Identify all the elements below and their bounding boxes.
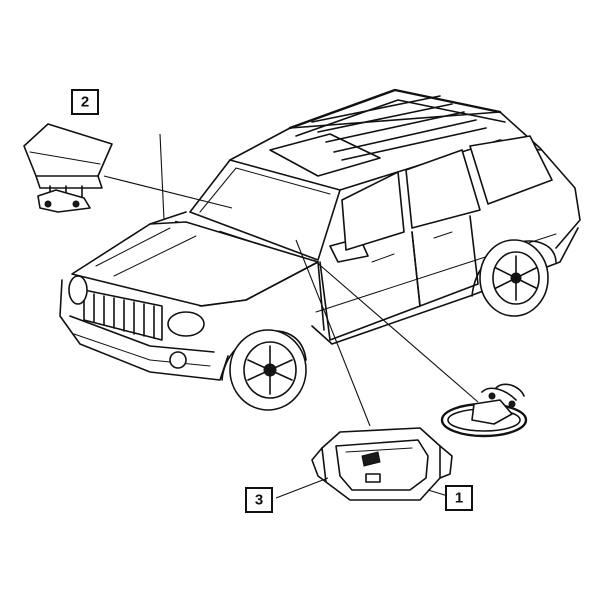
callout-2-number: 2 bbox=[81, 94, 89, 111]
rear-door-window bbox=[405, 149, 481, 229]
steering-wheel-assembly bbox=[440, 383, 528, 438]
front-door-window bbox=[341, 171, 405, 251]
passenger-airbag-module bbox=[23, 123, 113, 213]
headlight-left bbox=[68, 275, 88, 305]
callout-1-number: 1 bbox=[455, 490, 463, 507]
vehicle-drawing bbox=[59, 88, 581, 411]
callout-3-number: 3 bbox=[255, 492, 263, 509]
callout-3: 3 bbox=[245, 487, 273, 513]
quarter-window bbox=[469, 135, 553, 205]
callout-2: 2 bbox=[71, 89, 99, 115]
callout-1: 1 bbox=[445, 485, 473, 511]
front-grille bbox=[83, 289, 163, 341]
rear-wheel bbox=[471, 239, 557, 317]
front-wheel bbox=[221, 329, 307, 411]
sunroof bbox=[269, 133, 381, 177]
headlight-right bbox=[167, 311, 205, 337]
steering-wheel-airbag-cover bbox=[311, 427, 453, 501]
fog-light bbox=[169, 351, 187, 369]
leader-lines bbox=[103, 133, 479, 499]
